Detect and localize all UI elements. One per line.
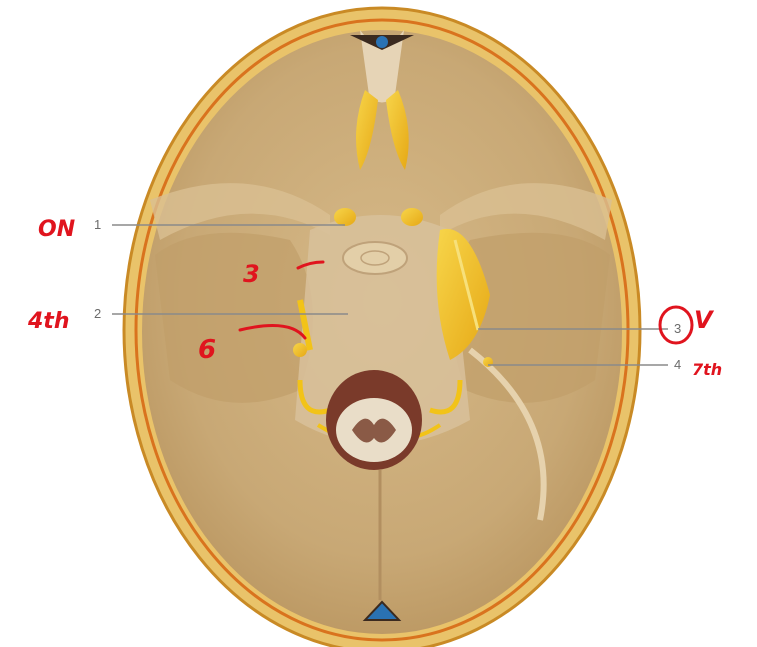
abducens-nerve-left [293,343,307,357]
annotation-v: V [694,306,715,334]
annotation-4th: 4th [27,309,70,334]
annotation-7th: 7th [692,360,722,379]
label-number-1: 1 [94,217,101,232]
optic-nerve-left [334,208,356,226]
middle-fossa-left [155,233,313,403]
annotation-6: 6 [198,335,216,365]
label-number-3: 3 [674,321,681,336]
annotation-on: ON [38,217,75,242]
label-number-4: 4 [674,357,681,372]
optic-nerve-right [401,208,423,226]
annotation-3: 3 [243,260,260,288]
label-number-2: 2 [94,306,101,321]
sagittal-sinus-anterior [376,36,388,48]
sella-turcica [343,242,407,274]
